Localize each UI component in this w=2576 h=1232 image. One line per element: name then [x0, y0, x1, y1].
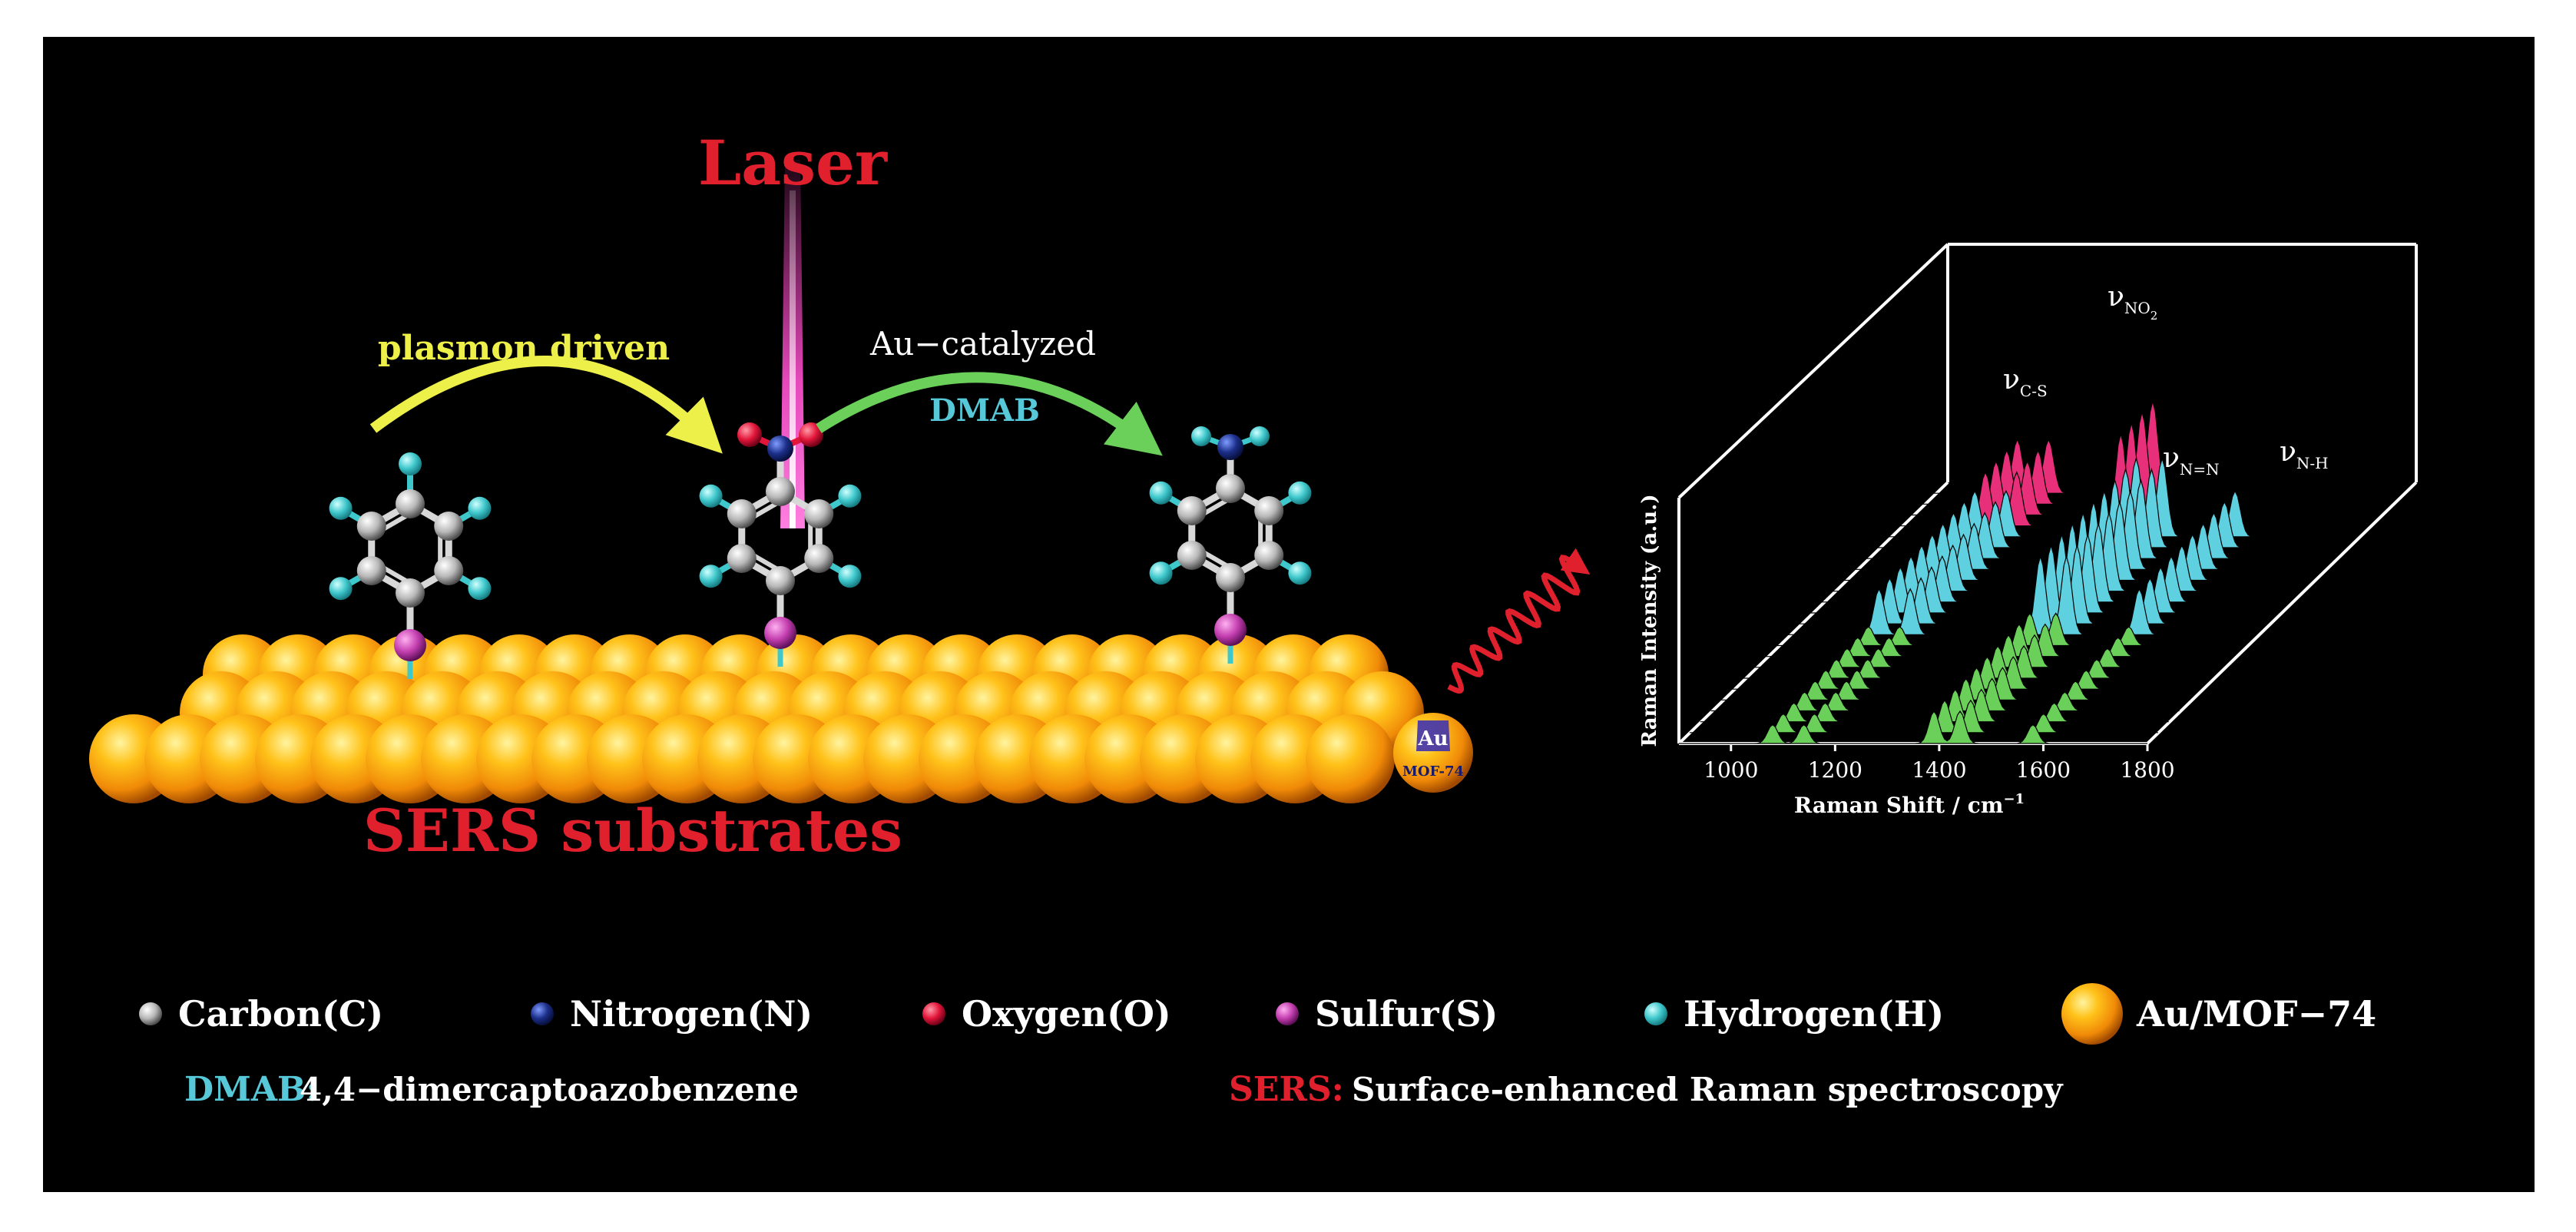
peak-label-nn: νN=N — [2163, 442, 2220, 479]
legend-swatch — [922, 1002, 945, 1025]
depth-axis-right — [2146, 481, 2418, 745]
element-legend: Carbon(C) Nitrogen(N) Oxygen(O) Sulfur(S) Hy… — [139, 983, 2376, 1045]
laser-title: Laser — [698, 127, 888, 199]
dmab-key: DMAB: — [184, 1070, 318, 1109]
plasmon-driven-label: plasmon driven — [378, 329, 670, 368]
definitions: DMAB: 4,4−dimercaptoazobenzene SERS: Sur… — [184, 1070, 2064, 1109]
sers-definition: Surface-enhanced Raman spectroscopy — [1352, 1071, 2064, 1108]
legend-label: Carbon(C) — [178, 993, 383, 1035]
x-tick-label: 1000 — [1704, 757, 1758, 783]
molecule-nitrothiophenol — [699, 422, 862, 667]
plasmon-driven-arrow — [369, 356, 723, 454]
x-axis-label: Raman Shift / cm−1 — [1794, 791, 2025, 818]
au-sphere — [1306, 714, 1395, 803]
legend-label: Oxygen(O) — [962, 993, 1171, 1035]
x-tick-label: 1400 — [1912, 757, 1966, 783]
legend-swatch — [531, 1002, 554, 1025]
dmab-definition: 4,4−dimercaptoazobenzene — [300, 1071, 799, 1108]
legend-swatch — [1276, 1002, 1299, 1025]
spectrum-trace — [1679, 710, 2147, 744]
au-mof74-badge: Au MOF-74 — [1393, 713, 1473, 793]
x-tick-label: 1200 — [1808, 757, 1862, 783]
x-tick-label: 1600 — [2016, 757, 2071, 783]
x-tick-label: 1800 — [2120, 757, 2174, 783]
legend-swatch — [1644, 1002, 1667, 1025]
raman-spectrum-plot: 1000 1200 1400 1600 1800 Raman Intensity (a.u… — [1638, 243, 2418, 818]
laser-beam — [780, 160, 805, 528]
molecule-thiophenol — [329, 452, 492, 679]
legend-label: Sulfur(S) — [1315, 993, 1498, 1035]
peak-label-cs: νC-S — [2003, 364, 2048, 400]
sers-key: SERS: — [1229, 1070, 1344, 1109]
au-catalyzed-arrow — [816, 372, 1163, 456]
legend-swatch — [139, 1002, 162, 1025]
scene: Laser plasmon driven Au−catalyzed DMAB A… — [89, 127, 2418, 1109]
legend-label: Hydrogen(H) — [1684, 993, 1944, 1035]
svg-text:MOF-74: MOF-74 — [1402, 763, 1464, 780]
peak-label-nh: νN-H — [2280, 436, 2329, 472]
peak-label-no2: νNO2 — [2107, 281, 2157, 323]
au-catalyzed-label: Au−catalyzed — [869, 325, 1096, 363]
spectrum-trace — [1689, 699, 2158, 734]
sers-substrates-title: SERS substrates — [363, 796, 902, 865]
y-axis-label: Raman Intensity (a.u.) — [1638, 494, 1661, 747]
dmab-arrow-label: DMAB — [929, 392, 1040, 429]
side-top-edge — [1677, 243, 1949, 499]
legend-swatch — [2061, 983, 2123, 1045]
au-mof74-substrate — [89, 634, 1424, 803]
molecule-aminothiophenol — [1149, 426, 1312, 664]
graphical-abstract-panel: Laser plasmon driven Au−catalyzed DMAB A… — [43, 37, 2535, 1192]
raman-scatter-wave — [1447, 548, 1591, 694]
svg-text:Au: Au — [1417, 727, 1448, 750]
legend-label: Au/MOF−74 — [2136, 993, 2376, 1035]
legend-label: Nitrogen(N) — [570, 993, 813, 1035]
